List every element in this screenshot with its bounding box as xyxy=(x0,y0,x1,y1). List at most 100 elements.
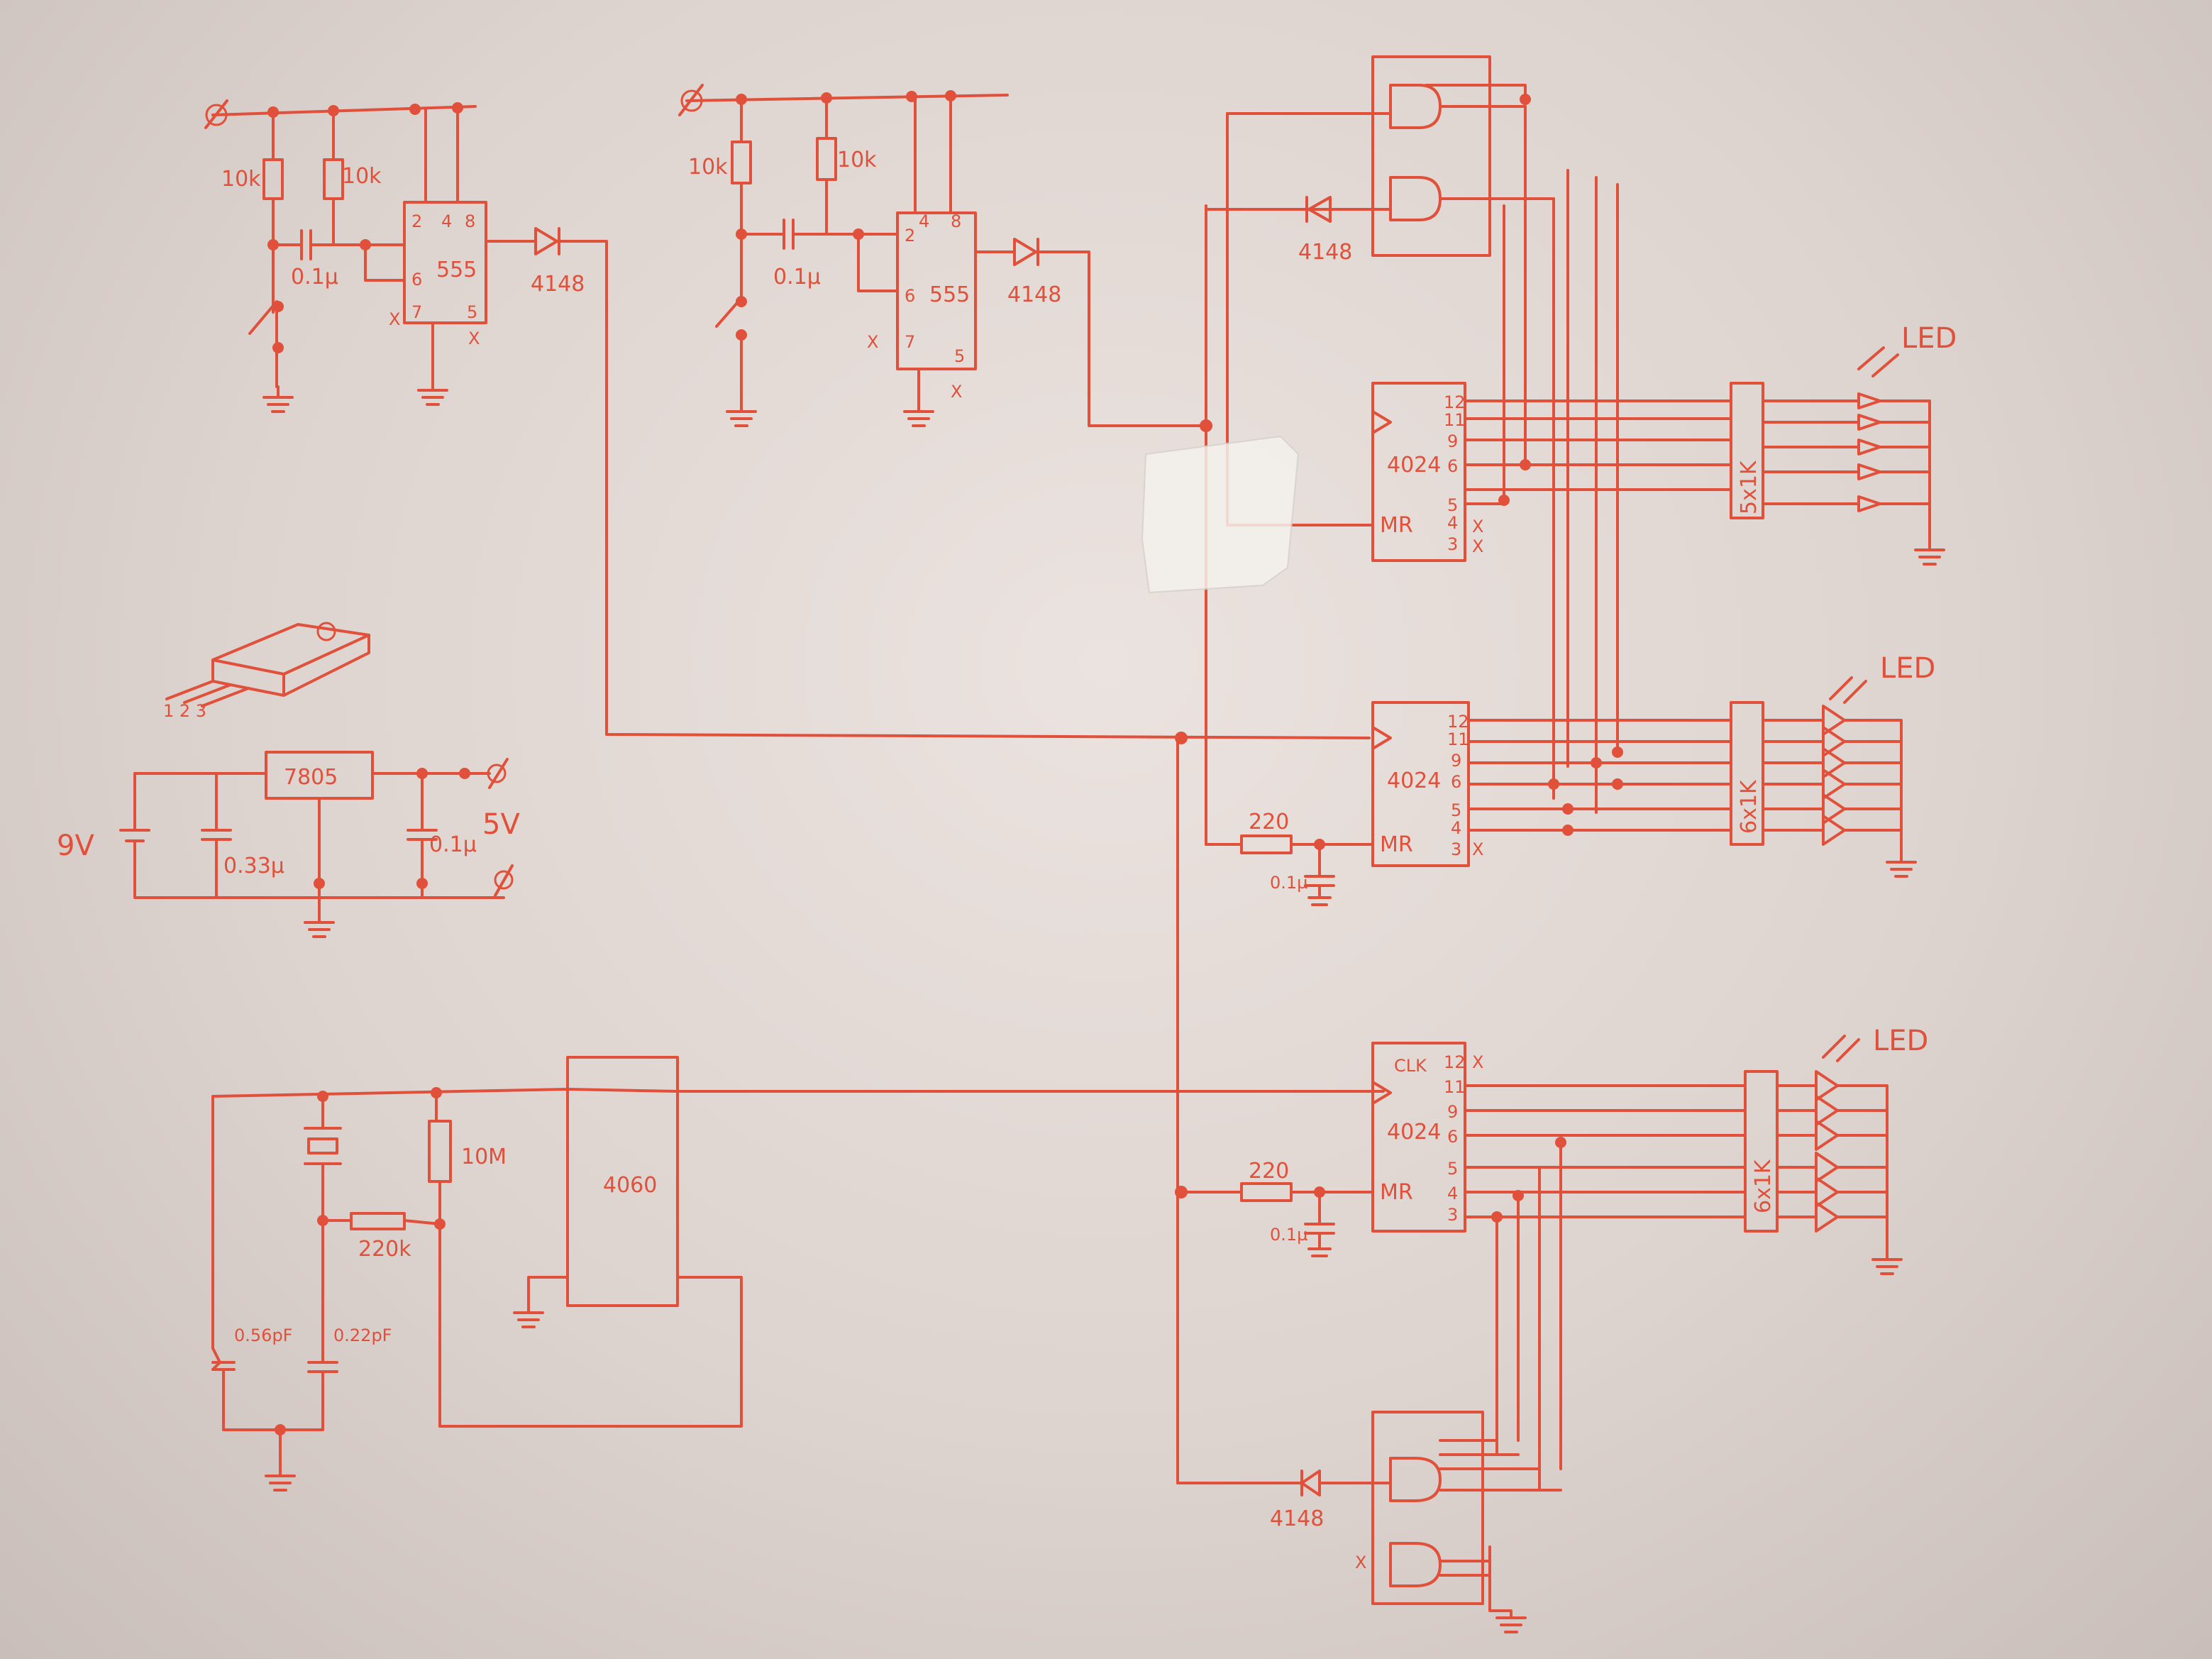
no-connect-mark: X xyxy=(389,309,400,329)
pin-12: 12 xyxy=(1444,1052,1466,1072)
capacitor-label: 0.1µ xyxy=(291,265,338,290)
pin-mr: MR xyxy=(1380,1180,1413,1205)
supply-5v: 5V xyxy=(482,808,520,841)
counter-4024-middle: 4024 MR 12 11 9 6 5 4 3 X 220 0.1µ 6x1K … xyxy=(1205,652,1935,906)
no-connect-mark: X xyxy=(867,332,878,352)
pin-4: 4 xyxy=(1451,818,1461,838)
pin-clk: CLK xyxy=(1394,1056,1427,1076)
diode-label: 4148 xyxy=(1298,240,1352,265)
pin-4: 4 xyxy=(441,211,452,231)
resistor-label: 10M xyxy=(461,1145,507,1169)
ic-555-left xyxy=(403,201,487,324)
pin-6: 6 xyxy=(1451,772,1461,792)
resistor-10k-a xyxy=(262,158,284,200)
pin-9: 9 xyxy=(1447,431,1458,451)
gate-package-top xyxy=(1371,55,1491,257)
pin-6: 6 xyxy=(1447,456,1458,476)
ic-label-4024: 4024 xyxy=(1387,453,1441,478)
ic-4024-bottom xyxy=(1371,1042,1466,1233)
pin-2: 2 xyxy=(411,211,422,231)
no-connect-mark: X xyxy=(1472,517,1483,536)
and-gate xyxy=(1389,84,1442,129)
resistor-220-middle xyxy=(1240,834,1293,854)
ic-label-555: 555 xyxy=(929,282,970,307)
pin-8: 8 xyxy=(465,211,475,231)
package-pins: 1 2 3 xyxy=(163,701,206,721)
led-label: LED xyxy=(1901,322,1957,355)
pin-4: 4 xyxy=(919,211,929,231)
capacitor-label: 0.1µ xyxy=(1270,1225,1307,1245)
pin-9: 9 xyxy=(1451,751,1461,771)
resistor-10k-c xyxy=(731,140,752,184)
pin-9: 9 xyxy=(1447,1102,1458,1122)
oscillator-4060: 10M 220k 0.56pF 0.22pF 4060 xyxy=(211,1056,1385,1492)
diode-label: 4148 xyxy=(531,272,585,297)
pin-4: 4 xyxy=(1447,513,1458,533)
pin-3: 3 xyxy=(1447,534,1458,554)
resistor-10m xyxy=(428,1120,452,1183)
and-gate xyxy=(1389,1457,1442,1502)
resistor-10k-d xyxy=(816,137,837,181)
pin-5: 5 xyxy=(954,346,965,366)
diode-label: 4148 xyxy=(1270,1506,1324,1531)
ic-label-4024: 4024 xyxy=(1387,768,1441,793)
resistor-pack-6x1k-bottom xyxy=(1744,1070,1779,1233)
tape-patch xyxy=(1141,435,1300,594)
resistor-label: 10k xyxy=(688,155,728,180)
pin-5: 5 xyxy=(1451,800,1461,820)
resistor-label: 10k xyxy=(221,167,261,192)
pin-6: 6 xyxy=(411,270,422,290)
gate-package-bottom xyxy=(1371,1411,1484,1605)
no-connect-mark: X xyxy=(1472,1052,1483,1072)
ic-4024-top xyxy=(1371,382,1466,562)
ic-label-4060: 4060 xyxy=(603,1173,657,1198)
diode-label: 4148 xyxy=(1007,282,1061,307)
pin-6: 6 xyxy=(905,286,915,306)
capacitor-label: 0.56pF xyxy=(234,1325,292,1345)
no-connect-mark: X xyxy=(1472,839,1483,859)
no-connect-mark: X xyxy=(468,329,480,348)
pin-7: 7 xyxy=(411,302,422,322)
no-connect-mark: X xyxy=(1472,536,1483,556)
regulator-7805: 1 2 3 7805 9V 0.33µ 0.1µ 5V xyxy=(57,622,520,938)
pin-5: 5 xyxy=(1447,495,1458,515)
resistor-pack-5x1k xyxy=(1730,382,1764,519)
led-label: LED xyxy=(1873,1025,1928,1057)
ic-label-7805: 7805 xyxy=(284,765,338,790)
pin-5: 5 xyxy=(1447,1159,1458,1179)
pin-5: 5 xyxy=(467,302,477,322)
pin-6: 6 xyxy=(1447,1127,1458,1147)
ic-4060 xyxy=(566,1056,679,1307)
pin-11: 11 xyxy=(1444,1077,1466,1097)
capacitor-label: 0.1µ xyxy=(1270,873,1307,893)
pin-mr: MR xyxy=(1380,513,1413,538)
resistor-pack-label: 5x1K xyxy=(1737,460,1762,514)
no-connect-mark: X xyxy=(951,382,962,402)
pin-7: 7 xyxy=(905,332,915,352)
resistor-label: 10k xyxy=(837,148,877,172)
resistor-label: 10k xyxy=(342,164,382,189)
capacitor-label: 0.1µ xyxy=(773,265,821,290)
pin-12: 12 xyxy=(1447,712,1469,732)
ic-label-555: 555 xyxy=(436,258,477,282)
resistor-pack-6x1k-middle xyxy=(1730,701,1764,846)
resistor-220-bottom xyxy=(1240,1182,1293,1202)
resistor-pack-label: 6x1K xyxy=(1737,779,1762,834)
led-array-bottom xyxy=(1815,1070,1839,1233)
resistor-pack-label: 6x1K xyxy=(1751,1159,1776,1213)
timer-555-left: 10k 10k 0.1µ 2 4 8 6 7 5 555 X X 4148 xyxy=(204,99,608,413)
resistor-220k xyxy=(350,1212,406,1230)
pin-12: 12 xyxy=(1444,392,1466,412)
resistor-label: 220k xyxy=(358,1237,411,1262)
no-connect-mark: X xyxy=(1355,1553,1366,1572)
resistor-label: 220 xyxy=(1249,810,1289,834)
pin-11: 11 xyxy=(1447,729,1469,749)
ic-label-4024: 4024 xyxy=(1387,1120,1441,1145)
pin-4: 4 xyxy=(1447,1184,1458,1203)
resistor-label: 220 xyxy=(1249,1159,1289,1184)
pin-mr: MR xyxy=(1380,832,1413,857)
and-gate xyxy=(1389,176,1442,221)
pin-3: 3 xyxy=(1447,1205,1458,1225)
capacitor-label: 0.1µ xyxy=(429,832,477,857)
